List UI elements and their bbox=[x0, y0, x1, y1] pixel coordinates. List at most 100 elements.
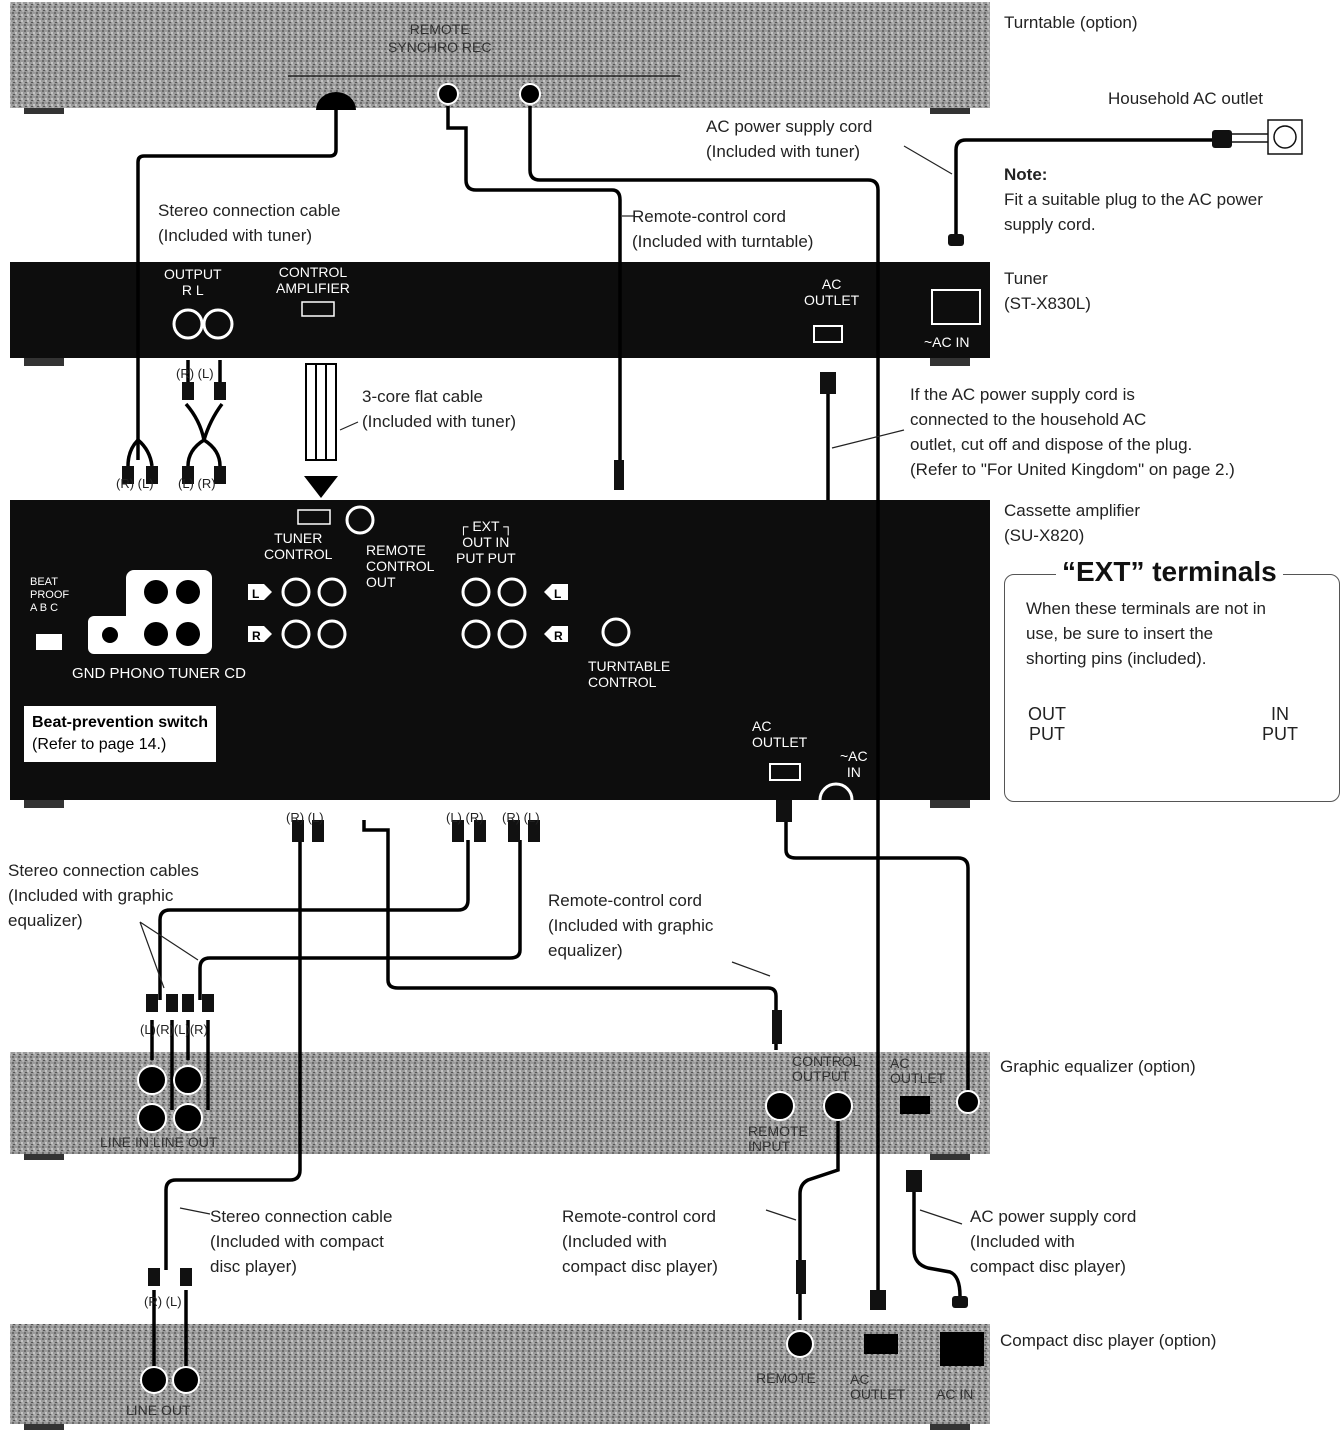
ext-in-label: IN PUT bbox=[1262, 704, 1298, 744]
note-block: Note: Fit a suitable plug to the AC powe… bbox=[1004, 162, 1263, 237]
ac-cd-2: (Included with bbox=[970, 1232, 1075, 1251]
turntable-label: Turntable (option) bbox=[1004, 13, 1138, 32]
ext-terminals-title: “EXT” terminals bbox=[1056, 556, 1283, 588]
badge-r-left: R bbox=[252, 629, 261, 643]
amp-tuner-control-1: TUNER bbox=[274, 530, 323, 546]
eq-ac-1: AC bbox=[890, 1055, 910, 1071]
stereo-eq-1: Stereo connection cables bbox=[8, 861, 199, 880]
amp-ac-in-2: IN bbox=[846, 764, 861, 780]
eq-control-output-label: CONTROL OUTPUT bbox=[792, 1054, 860, 1084]
tuner-control-amp-label: CONTROL AMPLIFIER bbox=[276, 264, 350, 296]
ext-out-1: OUT bbox=[1028, 704, 1066, 724]
ext-text-1: When these terminals are not in bbox=[1026, 599, 1267, 618]
remote-eq-1: Remote-control cord bbox=[548, 891, 703, 910]
flat-cable-2: (Included with tuner) bbox=[362, 412, 517, 431]
badge-l-right: L bbox=[554, 587, 562, 601]
remote-turntable-2: (Included with turntable) bbox=[632, 232, 814, 251]
tuner-output-rl: R L bbox=[181, 282, 204, 298]
flat-cable-label: 3-core flat cable (Included with tuner) bbox=[362, 384, 516, 434]
ac-cord-tuner-2: (Included with tuner) bbox=[706, 142, 861, 161]
remote-cd-1: Remote-control cord bbox=[562, 1207, 717, 1226]
cd-line-out-label: LINE OUT bbox=[126, 1402, 191, 1418]
cd-label: Compact disc player (option) bbox=[1000, 1331, 1217, 1350]
tuner-ac-outlet-label: AC OUTLET bbox=[804, 276, 859, 308]
equalizer-label: Graphic equalizer (option) bbox=[1000, 1057, 1196, 1076]
remote-cd-label: Remote-control cord (Included with compa… bbox=[562, 1204, 718, 1279]
uk-note-2: connected to the household AC bbox=[910, 410, 1147, 429]
plug-label-amp-out-c: (R) (L) bbox=[502, 810, 540, 825]
tuner-ac-in: ~AC IN bbox=[924, 334, 970, 350]
remote-turntable-label: Remote-control cord (Included with turnt… bbox=[632, 204, 813, 254]
tuner-control-2: AMPLIFIER bbox=[276, 280, 350, 296]
cd-ac-outlet-label: AC OUTLET bbox=[850, 1372, 905, 1402]
note-text-2: supply cord. bbox=[1004, 215, 1096, 234]
cd-remote-label: REMOTE bbox=[756, 1370, 816, 1386]
plug-label-eq-in: (L)(R)(L)(R) bbox=[140, 1022, 208, 1037]
remote-eq-2: (Included with graphic bbox=[548, 916, 714, 935]
amp-remote-out-label: REMOTE CONTROL OUT bbox=[366, 542, 434, 590]
cd-ac-in-label: AC IN bbox=[936, 1386, 974, 1402]
uk-note-4: (Refer to "For United Kingdom" on page 2… bbox=[910, 460, 1235, 479]
badge-r-right: R bbox=[554, 629, 563, 643]
turntable-text-2: SYNCHRO REC bbox=[388, 39, 492, 55]
remote-cd-2: (Included with bbox=[562, 1232, 667, 1251]
plug-label-amp-in-b: (L) (R) bbox=[178, 476, 216, 491]
tuner-label-line1: Tuner bbox=[1004, 269, 1048, 288]
beat-proof-label: BEAT PROOF A B C bbox=[30, 576, 69, 615]
ac-cd-1: AC power supply cord bbox=[970, 1207, 1137, 1226]
plug-label-amp-in-a: (R) (L) bbox=[116, 476, 154, 491]
stereo-cd-1: Stereo connection cable bbox=[210, 1207, 393, 1226]
cd-ac-outlet-1: AC bbox=[850, 1371, 870, 1387]
amp-ac-in-label: ~AC IN bbox=[840, 748, 868, 780]
eq-ac-2: OUTLET bbox=[890, 1070, 946, 1086]
uk-note-3: outlet, cut off and dispose of the plug. bbox=[910, 435, 1193, 454]
ext-text-2: use, be sure to insert the bbox=[1026, 624, 1214, 643]
stereo-cd-label: Stereo connection cable (Included with c… bbox=[210, 1204, 392, 1279]
amplifier-label-line1: Cassette amplifier bbox=[1004, 501, 1141, 520]
tuner-ac-2: OUTLET bbox=[804, 292, 860, 308]
amp-turntable-2: CONTROL bbox=[588, 674, 657, 690]
stereo-cd-3: disc player) bbox=[210, 1257, 297, 1276]
amp-turntable-control-label: TURNTABLE CONTROL bbox=[588, 658, 670, 690]
uk-note-label: If the AC power supply cord is connected… bbox=[910, 382, 1235, 482]
stereo-cd-2: (Included with compact bbox=[210, 1232, 384, 1251]
stereo-eq-label: Stereo connection cables (Included with … bbox=[8, 858, 199, 933]
ext-terminals-text: When these terminals are not in use, be … bbox=[1026, 596, 1266, 671]
beat-prevention-title: Beat-prevention switch bbox=[32, 714, 209, 731]
turntable-text-1: REMOTE bbox=[409, 21, 470, 37]
remote-cd-3: compact disc player) bbox=[562, 1257, 718, 1276]
badge-l-left: L bbox=[252, 587, 260, 601]
eq-control-2: OUTPUT bbox=[792, 1068, 850, 1084]
eq-remote-input-label: REMOTE INPUT bbox=[748, 1124, 808, 1154]
flat-cable-1: 3-core flat cable bbox=[362, 387, 483, 406]
plug-label-amp-out-b: (L) (R) bbox=[446, 810, 484, 825]
eq-remote-1: REMOTE bbox=[748, 1123, 808, 1139]
tuner-ac-1: AC bbox=[821, 276, 842, 292]
stereo-tuner-1: Stereo connection cable bbox=[158, 201, 341, 220]
amp-inputs-label: GND PHONO TUNER CD bbox=[72, 665, 246, 682]
ext-terminals-box bbox=[1004, 574, 1340, 802]
amp-ac-outlet-label: AC OUTLET bbox=[752, 718, 807, 750]
amplifier-label: Cassette amplifier (SU-X820) bbox=[1004, 498, 1140, 548]
remote-eq-label: Remote-control cord (Included with graph… bbox=[548, 888, 713, 963]
beat-proof-3: A B C bbox=[30, 602, 59, 614]
amp-remote-2: CONTROL bbox=[366, 558, 435, 574]
stereo-eq-3: equalizer) bbox=[8, 911, 83, 930]
amp-ac-outlet-1: AC bbox=[752, 718, 772, 734]
ext-in-1: IN bbox=[1271, 704, 1289, 724]
ac-cd-3: compact disc player) bbox=[970, 1257, 1126, 1276]
amplifier-label-line2: (SU-X820) bbox=[1004, 526, 1085, 545]
tuner-control-1: CONTROL bbox=[278, 264, 348, 280]
amp-tuner-control-label: TUNER CONTROL bbox=[264, 530, 332, 562]
plug-label-tuner-out: (R) (L) bbox=[176, 366, 214, 381]
tuner-label-line2: (ST-X830L) bbox=[1004, 294, 1091, 313]
ext-out-2: PUT bbox=[1029, 724, 1065, 744]
stereo-tuner-2: (Included with tuner) bbox=[158, 226, 313, 245]
amp-ext-2: OUT IN bbox=[462, 534, 510, 550]
turntable-panel bbox=[10, 2, 990, 108]
amp-tuner-control-2: CONTROL bbox=[264, 546, 333, 562]
eq-line-label: LINE IN LINE OUT bbox=[100, 1134, 218, 1150]
cd-panel bbox=[10, 1324, 990, 1424]
